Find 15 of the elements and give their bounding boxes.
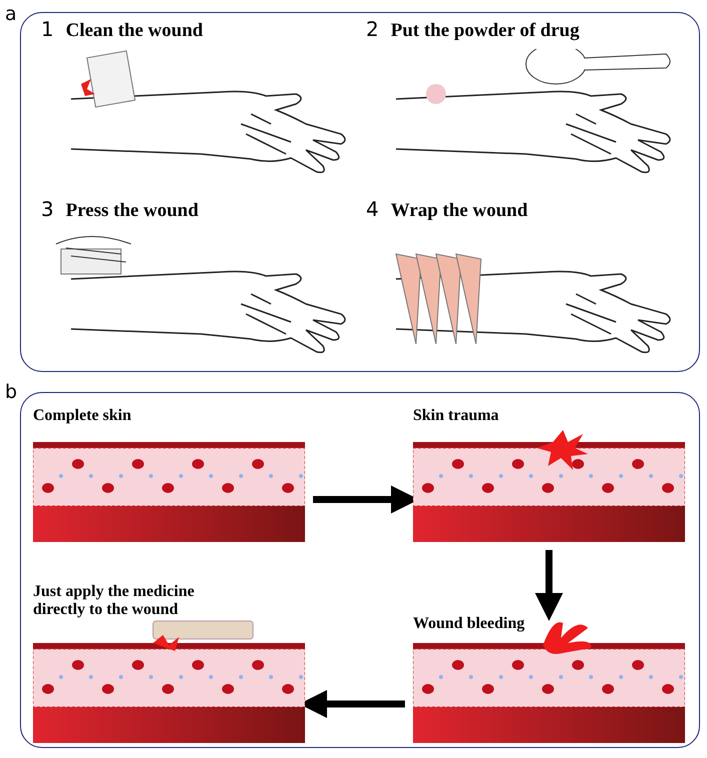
step-title: Clean the wound [66,20,203,41]
stage-title: Skin trauma [413,407,500,425]
stage-title: Just apply the medicine directly to the wound [33,583,196,619]
step-title: Put the powder of drug [390,20,580,41]
stage-title: Complete skin [33,407,132,425]
step-number: 2 [366,17,379,41]
stage-title: Wound bleeding [413,615,526,633]
arrow [535,550,563,621]
step-title: Press the wound [66,200,198,221]
panel-letter: b [5,381,18,403]
step-title: Wrap the wound [390,200,528,221]
step-number: 3 [41,197,54,221]
panel-letter: a [5,3,17,25]
step-number: 1 [41,17,54,41]
step-number: 4 [366,197,379,221]
